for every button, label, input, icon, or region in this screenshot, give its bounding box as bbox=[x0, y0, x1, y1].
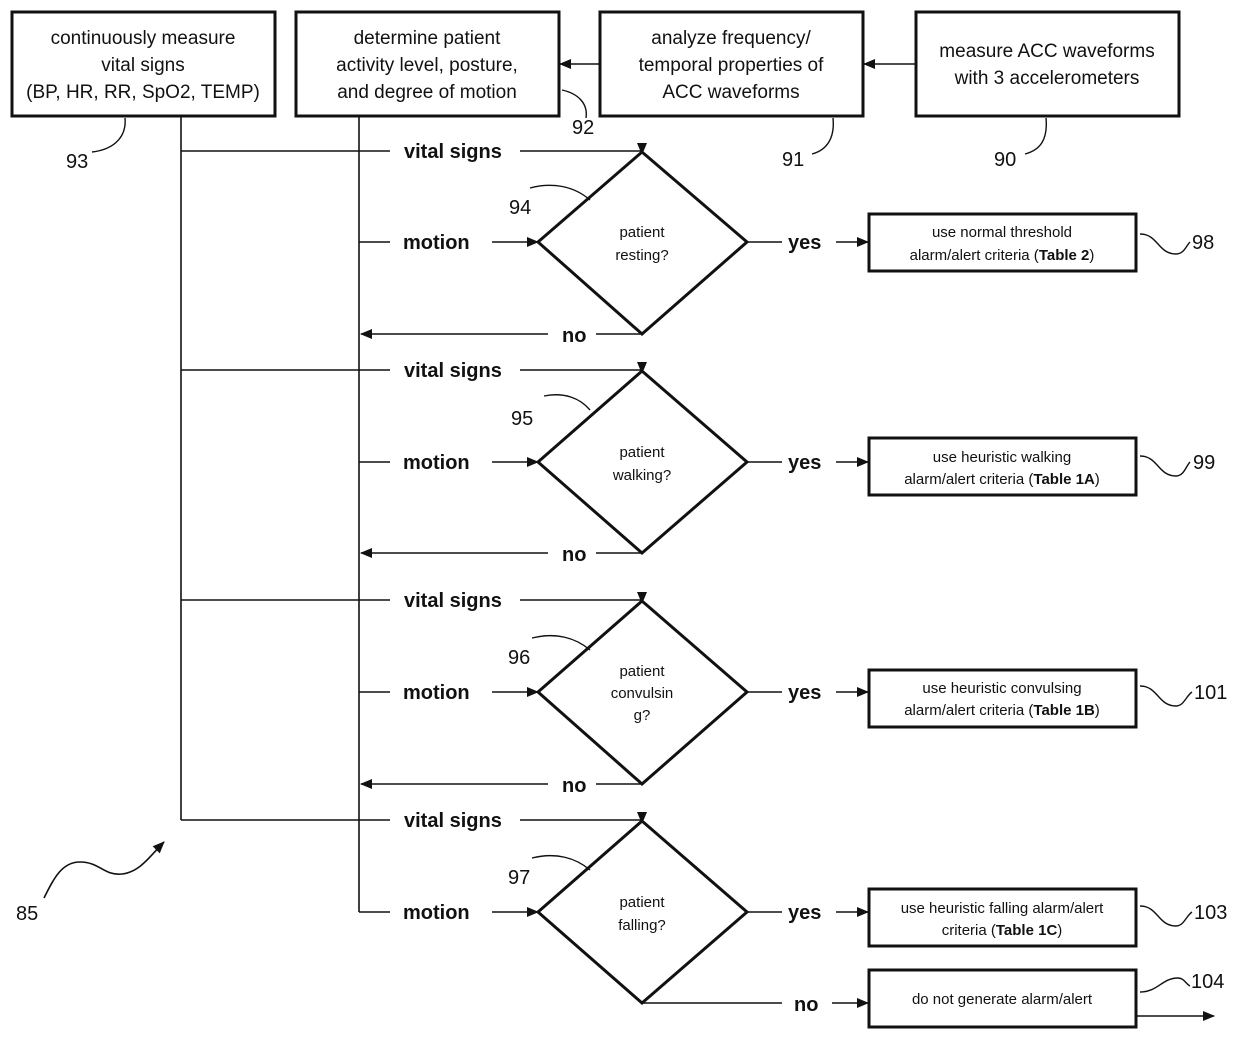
ref-96: 96 bbox=[508, 647, 530, 669]
svg-text:falling?: falling? bbox=[618, 917, 666, 934]
svg-text:determine patient: determine patient bbox=[354, 28, 502, 49]
motion-label: motion bbox=[403, 682, 470, 704]
top-box-determine-activity: determine patient activity level, postur… bbox=[296, 12, 559, 116]
svg-text:patient: patient bbox=[619, 894, 665, 911]
svg-text:g?: g? bbox=[634, 707, 651, 724]
motion-label: motion bbox=[403, 902, 470, 924]
ref-90: 90 bbox=[994, 149, 1016, 171]
vital-signs-label: vital signs bbox=[404, 590, 502, 612]
ref-99: 99 bbox=[1193, 452, 1215, 474]
motion-label: motion bbox=[403, 232, 470, 254]
svg-text:use heuristic walking: use heuristic walking bbox=[933, 449, 1071, 466]
vital-signs-label: vital signs bbox=[404, 141, 502, 163]
vital-signs-label: vital signs bbox=[404, 360, 502, 382]
leader-93 bbox=[92, 118, 125, 152]
svg-text:use heuristic convulsing: use heuristic convulsing bbox=[922, 680, 1081, 697]
decision-row-walking: vital signs motion patient walking? 95 y… bbox=[181, 360, 1215, 566]
decision-diamond-resting bbox=[538, 152, 747, 334]
ref-95: 95 bbox=[511, 408, 533, 430]
leader-92 bbox=[562, 90, 586, 118]
decision-diamond-walking bbox=[538, 371, 747, 553]
svg-text:use normal threshold: use normal threshold bbox=[932, 224, 1072, 241]
svg-text:walking?: walking? bbox=[612, 467, 671, 484]
svg-text:(BP, HR, RR, SpO2, TEMP): (BP, HR, RR, SpO2, TEMP) bbox=[26, 82, 260, 103]
svg-text:patient: patient bbox=[619, 444, 665, 461]
decision-row-convulsing: vital signs motion patient convulsin g? … bbox=[181, 590, 1227, 797]
svg-text:patient: patient bbox=[619, 663, 665, 680]
svg-text:patient: patient bbox=[619, 224, 665, 241]
svg-text:vital signs: vital signs bbox=[101, 55, 184, 76]
leader-91 bbox=[812, 118, 833, 154]
ref-104: 104 bbox=[1191, 971, 1224, 993]
svg-text:85: 85 bbox=[16, 903, 38, 925]
no-label: no bbox=[562, 775, 586, 797]
svg-text:continuously measure: continuously measure bbox=[51, 28, 236, 49]
ref-92: 92 bbox=[572, 117, 594, 139]
top-box-analyze-waveforms: analyze frequency/ temporal properties o… bbox=[600, 12, 863, 116]
ref-97: 97 bbox=[508, 867, 530, 889]
ref-91: 91 bbox=[782, 149, 804, 171]
yes-label: yes bbox=[788, 902, 821, 924]
ref-101: 101 bbox=[1194, 682, 1227, 704]
svg-text:analyze frequency/: analyze frequency/ bbox=[651, 28, 811, 49]
figure-ref-85: 85 bbox=[16, 842, 164, 925]
ref-93: 93 bbox=[66, 151, 88, 173]
top-box-measure-acc: measure ACC waveforms with 3 acceleromet… bbox=[916, 12, 1179, 116]
svg-text:criteria (Table 1C): criteria (Table 1C) bbox=[942, 922, 1063, 939]
ref-103: 103 bbox=[1194, 902, 1227, 924]
svg-text:resting?: resting? bbox=[615, 247, 668, 264]
yes-label: yes bbox=[788, 452, 821, 474]
top-box-measure-vitals: continuously measure vital signs (BP, HR… bbox=[12, 12, 275, 116]
ref-98: 98 bbox=[1192, 232, 1214, 254]
svg-text:with 3 accelerometers: with 3 accelerometers bbox=[954, 68, 1140, 89]
svg-text:activity level, posture,: activity level, posture, bbox=[336, 55, 518, 76]
final-box-no-alarm: do not generate alarm/alert 104 bbox=[869, 970, 1224, 1027]
svg-text:convulsin: convulsin bbox=[611, 685, 674, 702]
svg-text:alarm/alert criteria (Table 1B: alarm/alert criteria (Table 1B) bbox=[904, 702, 1100, 719]
svg-text:alarm/alert criteria (Table 2): alarm/alert criteria (Table 2) bbox=[910, 247, 1095, 264]
yes-label: yes bbox=[788, 232, 821, 254]
svg-text:do not generate alarm/alert: do not generate alarm/alert bbox=[912, 991, 1093, 1008]
motion-label: motion bbox=[403, 452, 470, 474]
svg-text:temporal properties of: temporal properties of bbox=[639, 55, 825, 76]
vital-signs-label: vital signs bbox=[404, 810, 502, 832]
no-label: no bbox=[562, 544, 586, 566]
no-label: no bbox=[794, 994, 818, 1016]
leader-90 bbox=[1025, 118, 1046, 154]
no-label: no bbox=[562, 325, 586, 347]
svg-text:alarm/alert criteria (Table 1A: alarm/alert criteria (Table 1A) bbox=[904, 471, 1100, 488]
svg-text:and degree of motion: and degree of motion bbox=[337, 82, 517, 103]
ref-94: 94 bbox=[509, 197, 531, 219]
svg-text:ACC waveforms: ACC waveforms bbox=[662, 82, 799, 103]
yes-label: yes bbox=[788, 682, 821, 704]
decision-row-resting: vital signs motion patient resting? 94 y… bbox=[181, 141, 1214, 347]
svg-text:measure ACC waveforms: measure ACC waveforms bbox=[939, 41, 1154, 62]
svg-text:use heuristic falling alarm/al: use heuristic falling alarm/alert bbox=[901, 900, 1104, 917]
decision-diamond-falling bbox=[538, 821, 747, 1003]
